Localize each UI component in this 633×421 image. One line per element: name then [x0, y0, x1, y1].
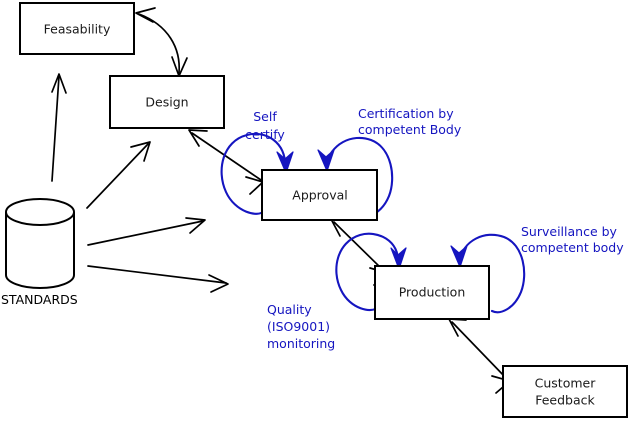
arrow-head-up-right [130, 141, 151, 162]
label-line-2: competent body [521, 240, 624, 255]
connector-line [333, 221, 385, 272]
cylinder-body[interactable] [5, 212, 75, 289]
node-customer-feedback[interactable]: Customer Feedback [502, 365, 628, 418]
label-certification-competent-body: Certification by competent Body [358, 106, 462, 137]
arrow-head-up [51, 73, 67, 94]
connector-line [51, 75, 60, 182]
connector-line [451, 321, 508, 380]
connector-standards-approval [87, 217, 206, 246]
node-standards-datastore[interactable]: STANDARDS [1, 198, 78, 307]
label-self-certify: Self certify [245, 109, 285, 142]
loop-quality-monitoring [335, 232, 407, 312]
label-line-2: (ISO9001) [267, 319, 330, 334]
loop-arrow-head [276, 151, 294, 174]
node-shape[interactable] [502, 365, 628, 418]
node-shape[interactable] [109, 75, 225, 129]
label-line-1: Self [253, 109, 277, 124]
arrow-head-to-design [188, 129, 208, 147]
label-surveillance-competent-body: Surveillance by competent body [521, 224, 624, 255]
cylinder-top[interactable] [5, 198, 75, 226]
loop-arrow-head [390, 247, 407, 270]
connector-line [191, 132, 262, 181]
label-line-2: competent Body [358, 122, 462, 137]
node-design[interactable]: Design [109, 75, 225, 129]
node-label: Approval [292, 188, 347, 203]
connector-standards-design [86, 141, 151, 209]
loop-layer [220, 132, 526, 314]
loop-label-layer: Self certify Certification by competent … [245, 106, 624, 351]
connector-feasability-design [135, 7, 188, 77]
node-label: Design [145, 95, 188, 110]
datastore-label: STANDARDS [1, 292, 78, 307]
connector-standards-production [87, 265, 229, 293]
node-shape[interactable] [374, 265, 490, 320]
node-label: Production [399, 285, 466, 300]
arrow-head-right [208, 274, 229, 293]
label-quality-monitoring: Quality (ISO9001) monitoring [267, 302, 335, 351]
node-production[interactable]: Production [374, 265, 490, 320]
node-label: Feasability [44, 22, 111, 37]
connector-line [86, 143, 149, 209]
loop-self-certify [220, 132, 294, 215]
loop-arc-path [220, 132, 287, 215]
loop-arc-path [335, 232, 400, 312]
node-label-line-2: Feedback [535, 393, 595, 408]
loop-arc-path [457, 233, 526, 314]
connector-production-customer-feedback [448, 318, 511, 394]
label-line-3: monitoring [267, 336, 335, 351]
connector-standards-feasability [51, 73, 67, 182]
connector-line [87, 265, 227, 284]
loop-arrow-head [450, 245, 468, 268]
node-feasability[interactable]: Feasability [19, 2, 135, 55]
node-approval[interactable]: Approval [261, 169, 378, 221]
connector-line [87, 220, 204, 246]
loop-surveillance-competent-body [450, 233, 526, 314]
loop-arrow-head [317, 149, 335, 172]
connector-curve [138, 13, 180, 74]
arrow-head-right [185, 217, 206, 234]
node-shape[interactable] [19, 2, 135, 55]
label-line-1: Certification by [358, 106, 454, 121]
label-line-1: Surveillance by [521, 224, 618, 239]
node-label-line-1: Customer [535, 376, 597, 391]
label-line-2: certify [245, 127, 285, 142]
label-line-1: Quality [267, 302, 312, 317]
node-shape[interactable] [261, 169, 378, 221]
arrow-head-to-feasability [135, 7, 156, 23]
